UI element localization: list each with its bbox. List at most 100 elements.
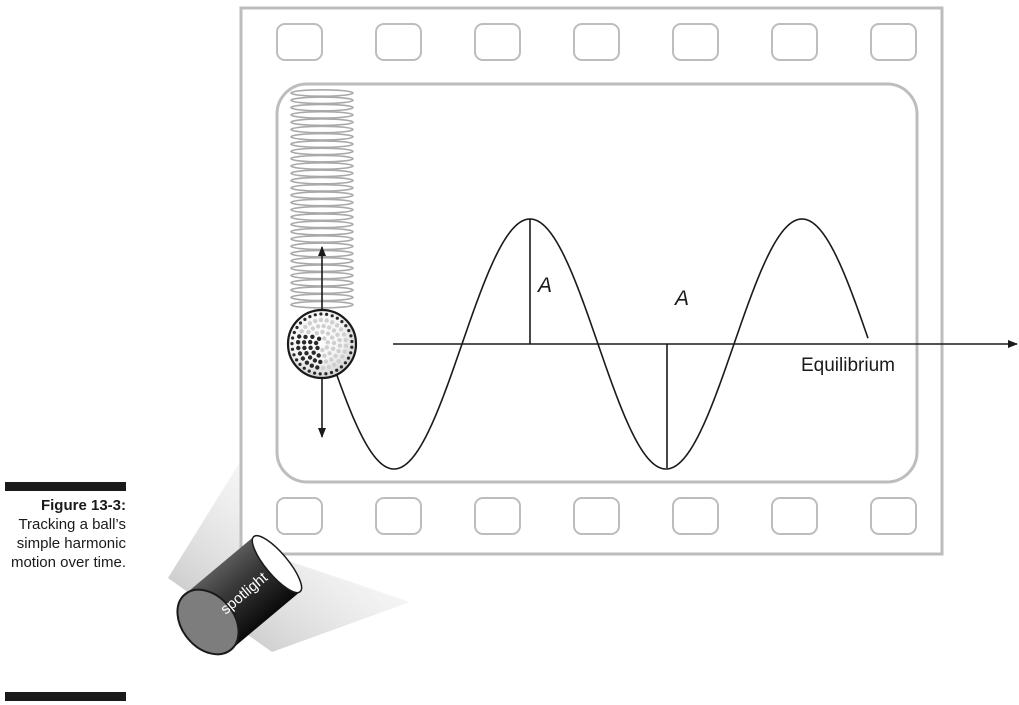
golf-ball-dimple [306, 330, 310, 334]
golf-ball-dimple [297, 334, 301, 338]
golf-ball-dimple [320, 348, 324, 352]
golf-ball-dimple [350, 340, 353, 343]
golf-ball-dimple [322, 336, 326, 340]
golf-ball-dimple [296, 340, 300, 344]
golf-ball-dimple [295, 326, 298, 329]
golf-ball-dimple [298, 351, 302, 355]
golf-ball-dimple [291, 336, 294, 339]
golf-ball-dimple [308, 370, 311, 373]
golf-ball-dimple [317, 353, 321, 357]
sprocket-hole [871, 24, 916, 60]
golf-ball-dimple [338, 344, 342, 348]
golf-ball-dimple [303, 335, 307, 339]
golf-ball-dimple [322, 324, 326, 328]
golf-ball-dimple [322, 354, 326, 358]
figure-number: Figure 13-3: [5, 496, 126, 515]
sprocket-hole [574, 498, 619, 534]
sprocket-hole [376, 498, 421, 534]
amplitude-label-upper: A [536, 274, 552, 297]
film-frame [277, 84, 917, 482]
golf-ball-dimple [299, 321, 302, 324]
golf-ball-dimple [332, 328, 336, 332]
golf-ball-dimple [347, 329, 350, 332]
golf-ball-dimple [336, 349, 340, 353]
golf-ball-dimple [313, 319, 317, 323]
golf-ball-dimple [340, 365, 343, 368]
golf-ball-dimple [349, 351, 352, 354]
golf-ball-dimple [292, 353, 295, 356]
golf-ball-dimple [300, 329, 304, 333]
sprocket-hole [871, 498, 916, 534]
golf-ball-dimple [319, 312, 322, 315]
golf-ball-dimple [302, 340, 306, 344]
golf-ball-dimple [335, 369, 338, 372]
sprocket-hole [673, 498, 718, 534]
golf-ball-dimple [325, 345, 329, 349]
golf-ball-dimple [327, 365, 331, 369]
golf-ball-dimple [315, 331, 319, 335]
golf-ball-dimple [310, 364, 314, 368]
golf-ball-dimple [349, 334, 352, 337]
golf-ball-dimple [330, 335, 334, 339]
golf-ball-dimple [329, 357, 333, 361]
golf-ball-dimple [344, 344, 348, 348]
golf-ball-dimple [335, 333, 339, 337]
golf-ball-dimple [313, 358, 317, 362]
golf-ball-dimple [319, 372, 322, 375]
golf-ball-dimple [340, 320, 343, 323]
golf-ball-dimple [305, 361, 309, 365]
golf-ball-dimple [311, 326, 315, 330]
golf-ball-dimple [295, 358, 298, 361]
sprocket-hole [376, 24, 421, 60]
golf-ball-dimple [344, 324, 347, 327]
golf-ball-dimple [308, 346, 312, 350]
golf-ball-dimple [331, 347, 335, 351]
golf-ball-dimple [291, 348, 294, 351]
golf-ball-dimple [325, 313, 328, 316]
golf-ball-dimple [298, 363, 301, 366]
golf-ball-dimple [308, 340, 312, 344]
sprocket-hole [475, 24, 520, 60]
golf-ball-dimple [350, 346, 353, 349]
golf-ball-dimple [316, 324, 320, 328]
golf-ball-dimple [327, 351, 331, 355]
figure-caption-text: Tracking a ball’s simple harmonic motion… [5, 515, 126, 572]
golf-ball-dimple [337, 359, 341, 363]
golf-ball-dimple [327, 325, 331, 329]
golf-ball-dimple [317, 337, 321, 341]
golf-ball-dimple [302, 346, 306, 350]
golf-ball-dimple [339, 327, 343, 331]
golf-ball-dimple [303, 318, 306, 321]
golf-ball-dimple [308, 321, 312, 325]
golf-ball-dimple [344, 361, 347, 364]
equilibrium-label: Equilibrium [801, 355, 895, 376]
golf-ball-dimple [347, 357, 350, 360]
golf-ball-dimple [301, 356, 305, 360]
caption-bottom-rule [5, 692, 126, 701]
sprocket-hole [673, 24, 718, 60]
golf-ball-dimple [304, 351, 308, 355]
figure-caption: Figure 13-3: Tracking a ball’s simple ha… [5, 496, 126, 572]
golf-ball-dimple [312, 351, 316, 355]
golf-ball-dimple [336, 317, 339, 320]
golf-ball-dimple [326, 331, 330, 335]
golf-ball-dimple [330, 320, 334, 324]
golf-ball-dimple [331, 314, 334, 317]
golf-ball-dimple [337, 338, 341, 342]
caption-top-rule [5, 482, 126, 491]
golf-ball-dimple [332, 341, 336, 345]
sprocket-hole [277, 498, 322, 534]
golf-ball-dimple [313, 372, 316, 375]
golf-ball-dimple [324, 372, 327, 375]
golf-ball-dimple [315, 346, 319, 350]
amplitude-label-lower: A [673, 287, 689, 310]
sprocket-hole [772, 24, 817, 60]
golf-ball-dimple [333, 354, 337, 358]
golf-ball-dimple [319, 318, 323, 322]
sprocket-hole [475, 498, 520, 534]
golf-ball-dimple [325, 318, 329, 322]
golf-ball-dimple [315, 365, 319, 369]
golf-ball-dimple [320, 330, 324, 334]
golf-ball-dimple [293, 331, 296, 334]
